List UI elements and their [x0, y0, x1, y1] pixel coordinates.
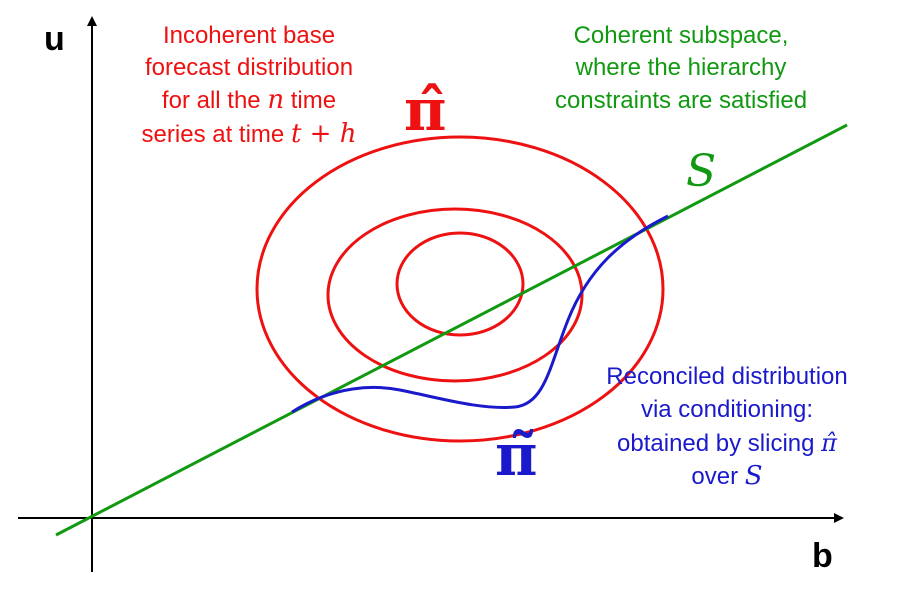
- reconciled-label-line4: over S: [691, 461, 762, 491]
- base-label-line3-post: time: [284, 87, 336, 114]
- reconciled-label-line3: obtained by slicing π̂: [617, 429, 838, 457]
- x-axis-label: b: [812, 537, 833, 575]
- base-contour-outer: [255, 135, 665, 443]
- reconciled-label-line4-pre: over: [691, 463, 744, 490]
- base-label-line3: for all the n time: [162, 85, 336, 115]
- reconciled-label-line4-sym: S: [745, 461, 763, 491]
- coherent-label-line1: Coherent subspace,: [574, 22, 789, 49]
- base-contour-middle: [326, 207, 584, 383]
- y-axis-label: u: [44, 20, 65, 58]
- reconciled-distribution-curve: [291, 214, 669, 414]
- coherent-subspace-symbol: S: [686, 146, 716, 197]
- reconciled-symbol: π̃: [495, 421, 537, 489]
- reconciled-label-line3-sym: π̂: [820, 429, 838, 457]
- base-forecast-contours: [255, 135, 665, 443]
- coherent-label-line2: where the hierarchy: [575, 54, 787, 81]
- base-forecast-label: Incoherent base forecast distribution fo…: [142, 22, 357, 149]
- base-label-line1: Incoherent base: [163, 22, 335, 49]
- base-label-line4: series at time t + h: [142, 119, 357, 149]
- coherent-label-line3: constraints are satisfied: [555, 87, 807, 114]
- reconciled-label-line1: Reconciled distribution: [606, 363, 847, 390]
- reconciled-label: Reconciled distribution via conditioning…: [606, 363, 847, 491]
- coherent-subspace-line: [55, 123, 848, 537]
- base-label-line4-expr: t + h: [291, 119, 357, 149]
- reconciled-label-line2: via conditioning:: [641, 396, 813, 423]
- reconciled-label-line3-pre: obtained by slicing: [617, 430, 821, 457]
- base-label-line3-pre: for all the: [162, 87, 267, 114]
- base-contour-inner: [395, 231, 525, 337]
- base-label-line2: forecast distribution: [145, 54, 353, 81]
- base-label-line4-pre: series at time: [142, 121, 291, 148]
- base-label-line3-var: n: [267, 85, 284, 115]
- coherent-subspace-label: Coherent subspace, where the hierarchy c…: [555, 22, 807, 114]
- base-forecast-symbol: π̂: [404, 76, 446, 144]
